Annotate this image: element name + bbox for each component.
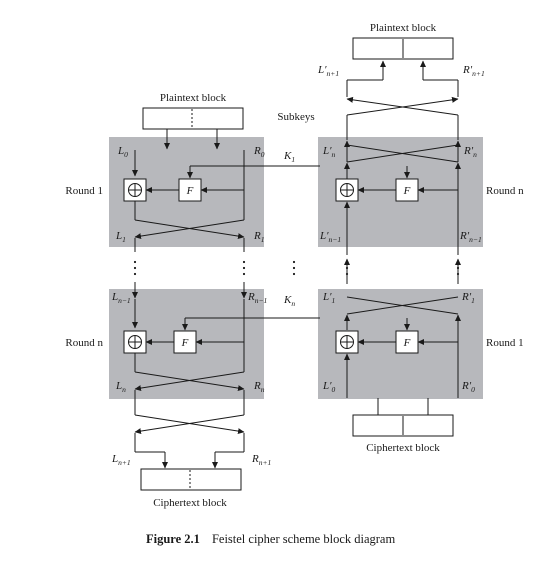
left-rn-L-out: Ln bbox=[115, 380, 126, 394]
xor-node-left-round1 bbox=[123, 178, 147, 202]
right-roundn-label: Round n bbox=[486, 185, 524, 197]
right-r1-L-in: L′1 bbox=[322, 291, 335, 305]
figure-caption-text: Feistel cipher scheme block diagram bbox=[212, 532, 396, 546]
left-r1-R-out: R1 bbox=[253, 230, 264, 244]
f-box-right-roundn bbox=[395, 178, 419, 202]
left-ciphertext-block bbox=[140, 468, 242, 491]
left-rn-L-in: Ln−1 bbox=[111, 291, 131, 305]
right-round1-label: Round 1 bbox=[486, 337, 524, 349]
right-ciphertext-label: Ciphertext block bbox=[366, 442, 440, 454]
right-r1-R-out: R′0 bbox=[461, 380, 475, 394]
right-rn-R-out: R′n−1 bbox=[459, 230, 482, 244]
left-final-R: Rn+1 bbox=[251, 453, 271, 467]
f-label-right-round1: F bbox=[403, 337, 411, 349]
figure-number: Figure 2.1 bbox=[146, 532, 200, 546]
xor-node-left-roundn bbox=[123, 330, 147, 354]
right-rn-L-out: L′n−1 bbox=[319, 230, 341, 244]
left-r1-L-in: L0 bbox=[117, 145, 128, 159]
f-box-left-roundn bbox=[173, 330, 197, 354]
f-label-left-round1: F bbox=[186, 185, 194, 197]
right-rn-R-in: R′n bbox=[463, 145, 477, 159]
right-plaintext-block bbox=[352, 37, 454, 60]
left-r1-L-out: L1 bbox=[115, 230, 126, 244]
right-r1-L-out: L′0 bbox=[322, 380, 336, 394]
left-roundn-label: Round n bbox=[65, 337, 103, 349]
left-round1-label: Round 1 bbox=[65, 185, 103, 197]
xor-node-right-roundn bbox=[335, 178, 359, 202]
left-ciphertext-label: Ciphertext block bbox=[153, 497, 227, 509]
key-n-label: Kn bbox=[283, 294, 295, 308]
right-top-L: L′n+1 bbox=[317, 64, 339, 78]
f-label-right-roundn: F bbox=[403, 185, 411, 197]
right-ciphertext-block bbox=[352, 414, 454, 437]
left-r1-R-in: R0 bbox=[253, 145, 265, 159]
left-plaintext-label: Plaintext block bbox=[160, 92, 227, 104]
f-label-left-roundn: F bbox=[181, 337, 189, 349]
figure-caption: Figure 2.1 Feistel cipher scheme block di… bbox=[146, 532, 395, 546]
subkeys-label: Subkeys bbox=[277, 111, 314, 123]
left-plaintext-block bbox=[142, 107, 244, 130]
xor-node-right-round1 bbox=[335, 330, 359, 354]
key-1-label: K1 bbox=[283, 150, 295, 164]
left-rn-R-out: Rn bbox=[253, 380, 265, 394]
continuation-dots bbox=[133, 260, 460, 276]
left-final-L: Ln+1 bbox=[111, 453, 131, 467]
right-plaintext-label: Plaintext block bbox=[370, 22, 437, 34]
right-top-R: R′n+1 bbox=[462, 64, 485, 78]
f-box-right-round1 bbox=[395, 330, 419, 354]
left-rn-R-in: Rn−1 bbox=[247, 291, 267, 305]
right-r1-R-in: R′1 bbox=[461, 291, 475, 305]
f-box-left-round1 bbox=[178, 178, 202, 202]
right-rn-L-in: L′n bbox=[322, 145, 336, 159]
